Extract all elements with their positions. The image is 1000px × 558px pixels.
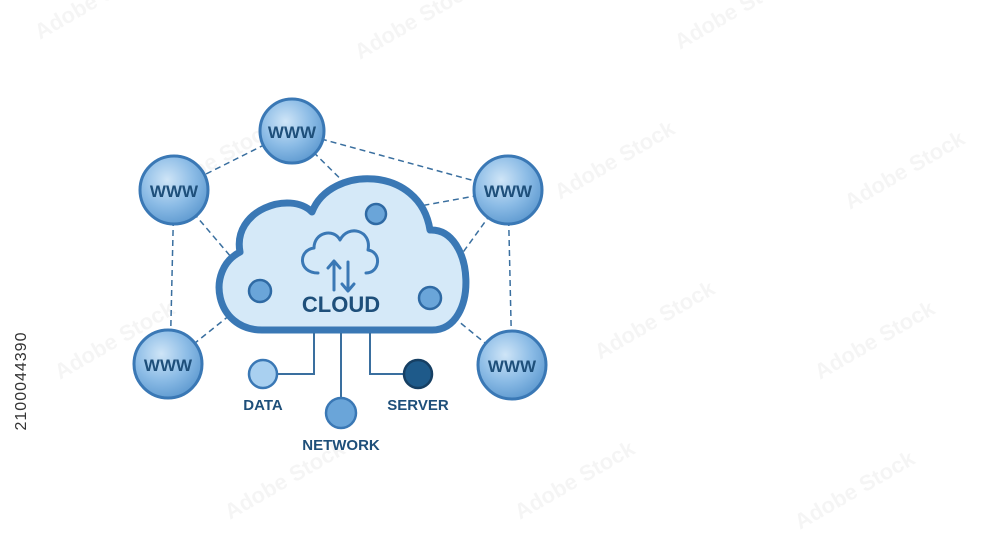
server-label: SERVER (387, 397, 449, 414)
svg-text:WWW: WWW (484, 182, 533, 201)
svg-text:Adobe Stock: Adobe Stock (790, 445, 920, 534)
svg-text:WWW: WWW (144, 356, 193, 375)
link-top-right (291, 130, 509, 191)
cloud-upload-download-icon (301, 229, 379, 293)
svg-text:Adobe Stock: Adobe Stock (350, 0, 480, 64)
www-node-bottom-right: WWW (476, 329, 548, 401)
cloud-title: CLOUD (302, 292, 380, 317)
cloud-node-left (247, 278, 273, 304)
svg-text:Adobe Stock: Adobe Stock (670, 0, 800, 54)
svg-text:Adobe Stock: Adobe Stock (550, 115, 680, 204)
www-node-top: WWW (258, 97, 326, 165)
data-label: DATA (243, 397, 283, 414)
svg-text:Adobe Stock: Adobe Stock (810, 295, 940, 384)
cloud-connectors (278, 333, 404, 398)
network-label: NETWORK (302, 437, 380, 454)
www-node-right: WWW (472, 154, 544, 226)
svg-text:WWW: WWW (150, 182, 199, 201)
cloud-shape (215, 175, 470, 334)
svg-text:Adobe Stock: Adobe Stock (840, 125, 970, 214)
cloud-node-top (364, 202, 388, 226)
svg-text:WWW: WWW (268, 123, 317, 142)
cloud-node-right (417, 285, 443, 311)
watermark: Adobe Stock Adobe Stock Adobe Stock Adob… (30, 0, 970, 534)
svg-text:Adobe Stock: Adobe Stock (590, 275, 720, 364)
svg-text:WWW: WWW (488, 357, 537, 376)
stock-image-id: 2100044390 (13, 331, 30, 431)
link-bottomright-dot (429, 297, 513, 366)
www-node-left: WWW (138, 154, 210, 226)
data-node (247, 358, 279, 390)
network-node (324, 396, 358, 430)
svg-text:Adobe Stock: Adobe Stock (510, 435, 640, 524)
svg-text:Adobe Stock: Adobe Stock (30, 0, 160, 44)
server-node (402, 358, 434, 390)
www-node-bottom-left: WWW (132, 328, 204, 400)
